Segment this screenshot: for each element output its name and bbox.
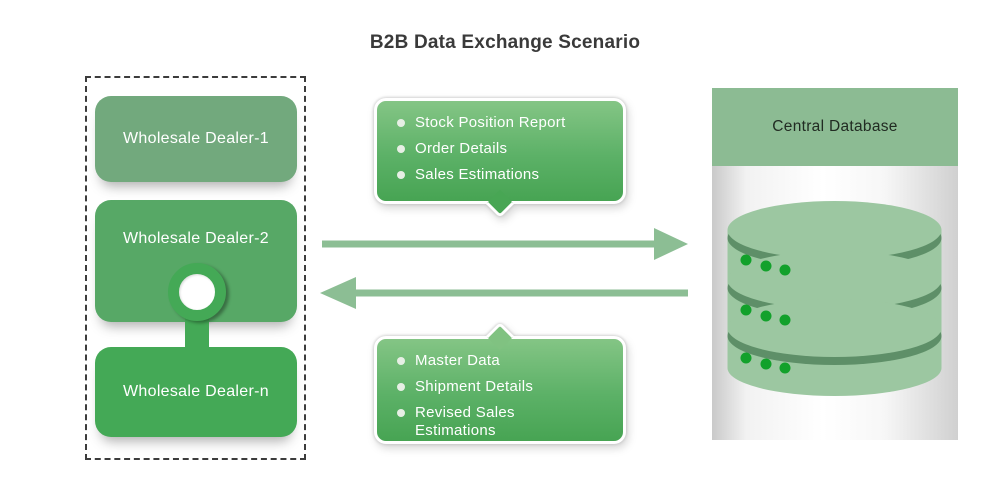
callout-item: Sales Estimations <box>397 166 611 185</box>
dealer-box-n: Wholesale Dealer-n <box>95 347 297 437</box>
bullet-icon <box>397 357 405 365</box>
bullet-icon <box>397 408 405 417</box>
callout-item: Master Data <box>397 352 611 371</box>
bullet-icon <box>397 144 405 153</box>
callout-to-database-list: Stock Position Report Order Details Sale… <box>377 101 623 201</box>
bullet-icon <box>397 119 405 127</box>
bullet-icon <box>397 170 405 179</box>
dealer-group-frame <box>85 76 306 460</box>
dealer-box-1-label: Wholesale Dealer-1 <box>123 130 269 147</box>
callout-item: Revised Sales Estimations <box>397 404 611 442</box>
central-database-body <box>712 166 958 440</box>
diagram-title: B2B Data Exchange Scenario <box>369 32 641 53</box>
central-database-panel: Central Database <box>712 88 958 440</box>
callout-to-database: Stock Position Report Order Details Sale… <box>374 98 626 219</box>
dealer-box-1: Wholesale Dealer-1 <box>95 96 297 182</box>
bullet-icon <box>397 382 405 391</box>
arrow-left-icon <box>320 277 688 309</box>
arrow-right-icon <box>322 228 688 260</box>
callout-item: Order Details <box>397 140 611 159</box>
central-database-title: Central Database <box>712 88 958 166</box>
dealer-box-2-label: Wholesale Dealer-2 <box>123 230 269 247</box>
callout-item: Shipment Details <box>397 378 611 397</box>
callout-item: Stock Position Report <box>397 114 611 133</box>
dealer-box-n-label: Wholesale Dealer-n <box>123 383 269 400</box>
callout-from-database: Master Data Shipment Details Revised Sal… <box>374 321 626 444</box>
connector-ring-icon <box>168 263 226 321</box>
database-cylinder-icon <box>727 201 942 396</box>
callout-from-database-list: Master Data Shipment Details Revised Sal… <box>377 339 623 458</box>
